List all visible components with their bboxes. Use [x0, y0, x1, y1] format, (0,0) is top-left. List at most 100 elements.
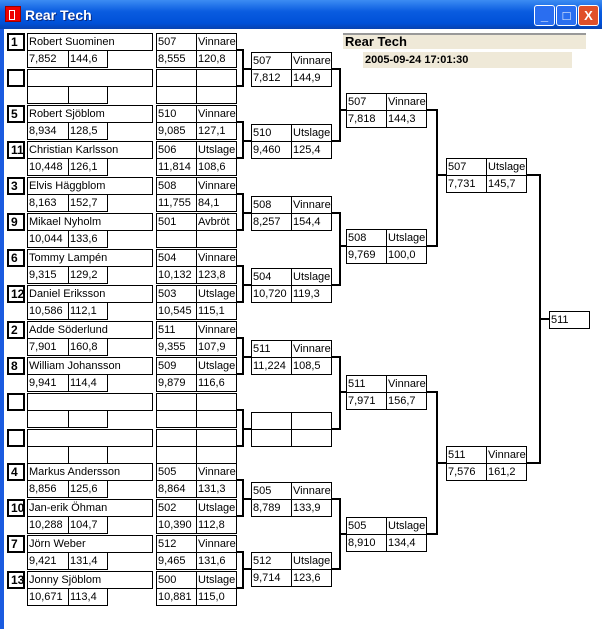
round1-result-status: Utslagen: [196, 499, 237, 517]
round3-result-number: 511: [346, 375, 387, 393]
round1-result-status: [196, 69, 237, 87]
bracket-line: [236, 479, 244, 481]
bracket-line: [242, 551, 244, 589]
round2-result-number: [251, 412, 292, 430]
bracket-line: [339, 356, 341, 430]
driver-name: Robert Sjöblom: [27, 105, 153, 123]
bracket-line: [331, 212, 341, 214]
speed: 129,2: [68, 266, 108, 284]
bracket-line: [331, 140, 341, 142]
bracket-line: [236, 301, 244, 303]
round1-result-speed: [196, 230, 237, 248]
bracket-line: [242, 284, 251, 286]
round3-result-status: Utslagen: [386, 517, 427, 535]
reaction-time: 10,448: [27, 158, 69, 176]
bracket-line: [242, 68, 251, 70]
bracket-line: [242, 568, 251, 570]
close-button[interactable]: X: [578, 5, 599, 26]
minimize-button[interactable]: _: [534, 5, 555, 26]
reaction-time: 10,044: [27, 230, 69, 248]
round2-result-speed: 125,4: [291, 141, 332, 159]
bracket-line: [236, 337, 244, 339]
round2-result-status: [291, 412, 332, 430]
reaction-time: 9,941: [27, 374, 69, 392]
bracket-line: [236, 121, 244, 123]
round1-result-number: 512: [156, 535, 197, 553]
bracket-line: [236, 85, 244, 87]
round1-result-time: 10,390: [156, 516, 197, 534]
bracket-line: [436, 462, 446, 464]
bracket-line: [339, 68, 341, 142]
driver-name: [27, 429, 153, 447]
speed: 128,5: [68, 122, 108, 140]
driver-name: [27, 393, 153, 411]
round1-result-number: 510: [156, 105, 197, 123]
round2-result-speed: 144,9: [291, 69, 332, 87]
round1-result-speed: 131,3: [196, 480, 237, 498]
round1-result-status: Vinnare: [196, 105, 237, 123]
seed-number: [7, 429, 25, 447]
seed-number: 7: [7, 535, 25, 553]
driver-name: [27, 69, 153, 87]
reaction-time: [27, 446, 69, 464]
round2-result-speed: [291, 429, 332, 447]
round1-result-speed: 131,6: [196, 552, 237, 570]
round1-result-number: [156, 429, 197, 447]
round1-result-speed: [196, 410, 237, 428]
speed: 133,6: [68, 230, 108, 248]
round1-result-number: 511: [156, 321, 197, 339]
round1-result-status: Vinnare: [196, 463, 237, 481]
bracket-line: [436, 174, 446, 176]
bracket-line: [526, 462, 541, 464]
round1-result-number: 503: [156, 285, 197, 303]
speed: 160,8: [68, 338, 108, 356]
maximize-button[interactable]: □: [556, 5, 577, 26]
bracket-line: [331, 356, 341, 358]
seed-number: 10: [7, 499, 25, 517]
round2-result-number: 508: [251, 196, 292, 214]
bracket-line: [339, 109, 346, 111]
round4-result-time: 7,576: [446, 463, 487, 481]
round3-result-speed: 156,7: [386, 392, 427, 410]
speed: 113,4: [68, 588, 108, 606]
round2-result-status: Vinnare: [291, 340, 332, 358]
round1-result-status: [196, 429, 237, 447]
round1-result-number: 506: [156, 141, 197, 159]
round3-result-time: 7,818: [346, 110, 387, 128]
round1-result-speed: 127,1: [196, 122, 237, 140]
speed: [68, 410, 108, 428]
reaction-time: 9,315: [27, 266, 69, 284]
round2-result-time: 7,812: [251, 69, 292, 87]
seed-number: 13: [7, 571, 25, 589]
round1-result-status: Utslagen: [196, 571, 237, 589]
round1-result-time: [156, 446, 197, 464]
driver-name: Mikael Nyholm: [27, 213, 153, 231]
reaction-time: [27, 410, 69, 428]
round1-result-number: 508: [156, 177, 197, 195]
round1-result-time: 9,465: [156, 552, 197, 570]
bracket-line: [236, 49, 244, 51]
seed-number: 4: [7, 463, 25, 481]
round1-result-number: 502: [156, 499, 197, 517]
round1-result-speed: [196, 446, 237, 464]
round1-result-time: 10,881: [156, 588, 197, 606]
round1-result-time: 8,555: [156, 50, 197, 68]
round1-result-status: [196, 393, 237, 411]
speed: [68, 86, 108, 104]
driver-name: Jörn Weber: [27, 535, 153, 553]
speed: 152,7: [68, 194, 108, 212]
speed: 104,7: [68, 516, 108, 534]
round4-result-time: 7,731: [446, 175, 487, 193]
bracket-line: [236, 445, 244, 447]
bracket-line: [236, 515, 244, 517]
round1-result-status: Utslagen: [196, 285, 237, 303]
bracket-line: [526, 174, 541, 176]
event-title: Rear Tech: [343, 33, 586, 49]
round2-result-status: Vinnare: [291, 52, 332, 70]
driver-name: Christian Karlsson: [27, 141, 153, 159]
round1-result-speed: 115,0: [196, 588, 237, 606]
round2-result-status: Vinnare: [291, 482, 332, 500]
round2-result-time: 10,720: [251, 285, 292, 303]
round2-result-number: 510: [251, 124, 292, 142]
round1-result-status: Utslagen: [196, 357, 237, 375]
